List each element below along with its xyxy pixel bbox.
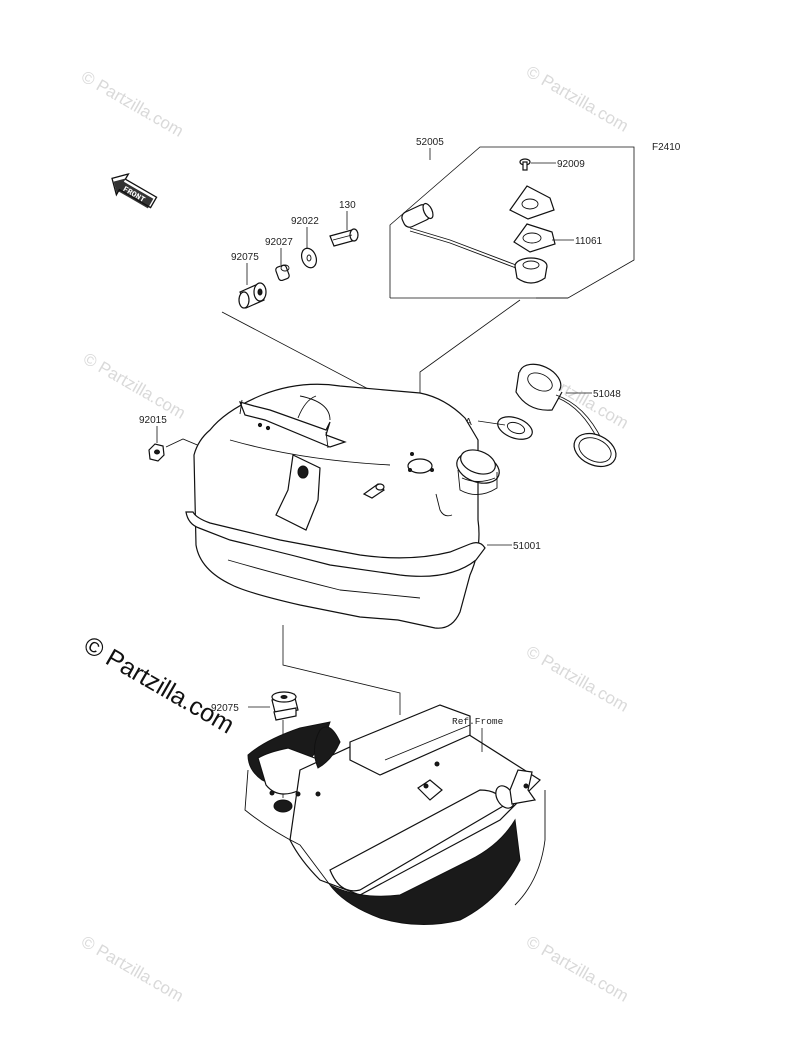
fuel-tank-51001-icon: [185, 383, 500, 629]
watermark: © Partzilla.com: [78, 932, 187, 1006]
part-label-51001[interactable]: 51001: [513, 541, 541, 552]
fuel-float-icon: [401, 202, 517, 269]
screw-92009-icon: [519, 158, 531, 171]
part-label-130[interactable]: 130: [339, 200, 356, 211]
washer-92022-icon: [300, 247, 318, 269]
watermark: © Partzilla.com: [523, 932, 632, 1006]
damper-92075-bottom-icon: [271, 691, 299, 721]
bolt-130-icon: [329, 228, 359, 247]
part-label-92022[interactable]: 92022: [291, 216, 319, 227]
gauge-plate-icon: [509, 185, 555, 220]
fuel-gauge-assembly-group: 52005 92009: [389, 137, 635, 299]
watermark-large: © Partzilla.com: [79, 631, 239, 739]
part-label-92027[interactable]: 92027: [265, 237, 293, 248]
watermark: © Partzilla.com: [523, 642, 632, 716]
watermark: © Partzilla.com: [78, 67, 187, 141]
gasket-11061-icon: [513, 223, 556, 253]
part-label-52005[interactable]: 52005: [416, 137, 444, 148]
fuel-gauge-unit-icon: [514, 257, 548, 284]
frame-reference-icon: [244, 704, 546, 925]
part-label-92015[interactable]: 92015: [139, 415, 167, 426]
part-label-92075-bottom[interactable]: 92075: [211, 703, 239, 714]
collar-92027-icon: [275, 264, 290, 282]
part-label-92075-top[interactable]: 92075: [231, 252, 259, 263]
damper-92075-icon: [238, 282, 267, 309]
watermark: © Partzilla.com: [80, 349, 189, 423]
part-label-11061[interactable]: 11061: [575, 236, 603, 247]
part-label-51048[interactable]: 51048: [593, 389, 621, 400]
watermark: © Partzilla.com: [523, 62, 632, 136]
nut-92015-icon: [148, 443, 165, 462]
fuel-cap-51048-icon: [515, 363, 617, 468]
gasket-11061A-icon: [497, 416, 533, 440]
front-arrow-icon: FRONT: [111, 172, 158, 209]
diagram-code: F2410: [652, 142, 681, 153]
part-label-92009[interactable]: 92009: [557, 159, 585, 170]
ref-frame-label: Ref.Frome: [452, 716, 504, 727]
